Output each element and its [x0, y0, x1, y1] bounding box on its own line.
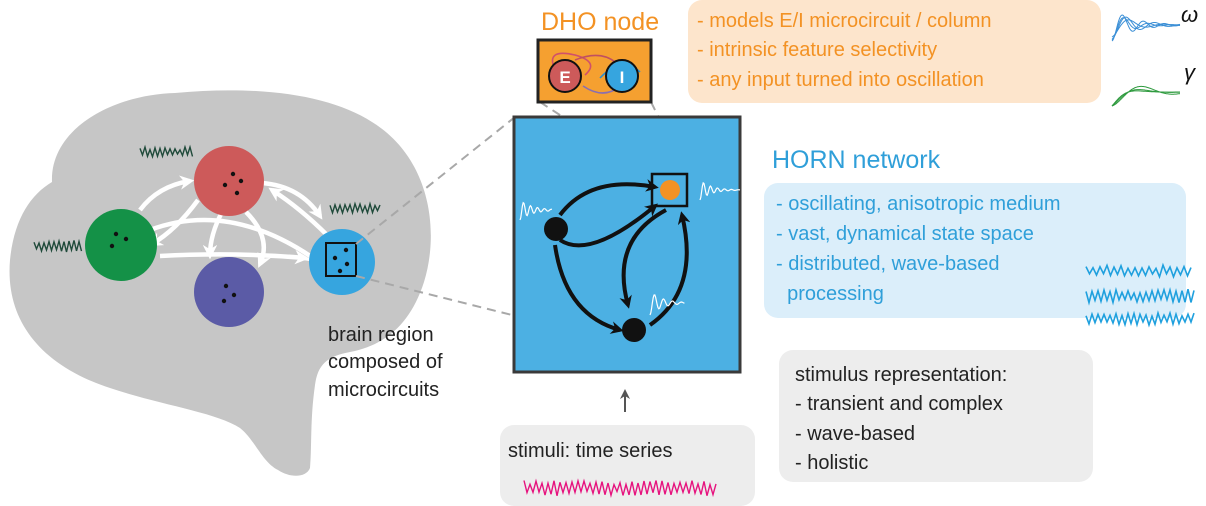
omega-waves	[1111, 14, 1181, 42]
brain-label-line: brain region	[328, 324, 434, 346]
brain-label-line: composed of	[328, 351, 443, 373]
horn-wave	[1085, 286, 1195, 306]
response-wave	[649, 294, 685, 316]
region-green	[85, 209, 157, 281]
stimuli-input: stimuli: time series	[500, 389, 755, 506]
dho-features: - models E/I microcircuit / column - int…	[688, 0, 1101, 103]
dho-feature: - intrinsic feature selectivity	[697, 39, 937, 61]
connection-arrow	[261, 180, 323, 220]
activity-wave	[329, 201, 381, 216]
dho-node: DHO node E I	[536, 8, 659, 104]
network-arrow	[553, 244, 624, 334]
horn-network-panel	[512, 115, 742, 374]
region-blue	[309, 229, 375, 295]
stimulus-representation: stimulus representation: - transient and…	[779, 350, 1093, 482]
brain: brain region composed of microcircuits	[9, 90, 443, 476]
horn-wave-traces	[1085, 262, 1195, 328]
brain-label: brain region composed of microcircuits	[328, 324, 443, 401]
network-node	[544, 217, 568, 241]
network-arrow	[558, 179, 659, 217]
representation-line: stimulus representation:	[795, 364, 1007, 386]
node-i-label: I	[620, 68, 625, 87]
horn-wave	[1085, 310, 1195, 328]
network-box	[512, 115, 742, 374]
activity-wave	[139, 144, 194, 160]
brain-label-line: microcircuits	[328, 379, 439, 401]
gamma-symbol: γ	[1184, 60, 1197, 85]
horn-description: HORN network - oscillating, anisotropic …	[764, 146, 1195, 328]
network-arrow	[619, 208, 667, 309]
dho-feature: - models E/I microcircuit / column	[697, 10, 992, 32]
representation-box	[779, 350, 1093, 482]
gamma-waves	[1111, 85, 1181, 107]
dho-title: DHO node	[541, 8, 659, 36]
horn-feature: processing	[776, 283, 884, 305]
network-connections	[553, 179, 691, 334]
response-wave	[699, 181, 741, 201]
representation-line: - transient and complex	[795, 393, 1003, 415]
connection-arrow	[244, 210, 271, 268]
horn-feature: - distributed, wave-based	[776, 253, 999, 275]
node-response-waves	[519, 181, 741, 316]
region-purple	[194, 257, 264, 327]
representation-line: - holistic	[795, 452, 868, 474]
connection-arrow	[159, 249, 310, 265]
dho-feature: - any input turned into oscillation	[697, 69, 984, 91]
zoom-line	[355, 116, 516, 245]
response-wave	[519, 201, 553, 221]
connection-arrow	[138, 175, 195, 212]
network-node	[622, 318, 646, 342]
region-red	[194, 146, 264, 216]
connection-arrow	[149, 217, 320, 263]
activity-wave	[33, 238, 83, 254]
dho-features-box	[688, 0, 1101, 103]
stimuli-label: stimuli: time series	[508, 440, 672, 462]
horn-wave	[1085, 262, 1192, 280]
connection-arrow	[268, 187, 329, 237]
region-activity-waves	[33, 144, 381, 254]
node-e	[548, 59, 582, 93]
dho-node-in-network	[650, 172, 689, 208]
representation-line: - wave-based	[795, 423, 915, 445]
connection-arrow	[202, 210, 224, 260]
network-arrow	[558, 203, 658, 248]
horn-feature: - oscillating, anisotropic medium	[776, 193, 1061, 215]
horn-features-box	[764, 183, 1186, 318]
node-i	[605, 59, 639, 93]
network-arrow	[648, 211, 691, 327]
stimulus-time-series	[523, 478, 717, 498]
node-e-label: E	[559, 68, 570, 87]
omega-symbol: ω	[1181, 2, 1198, 27]
microcircuit-box	[325, 242, 357, 277]
horn-title: HORN network	[772, 146, 941, 174]
network-node-highlighted	[660, 180, 680, 200]
omega-gamma-panel: ω γ	[1111, 2, 1198, 107]
stimuli-box	[500, 425, 755, 506]
horn-feature: - vast, dynamical state space	[776, 223, 1034, 245]
